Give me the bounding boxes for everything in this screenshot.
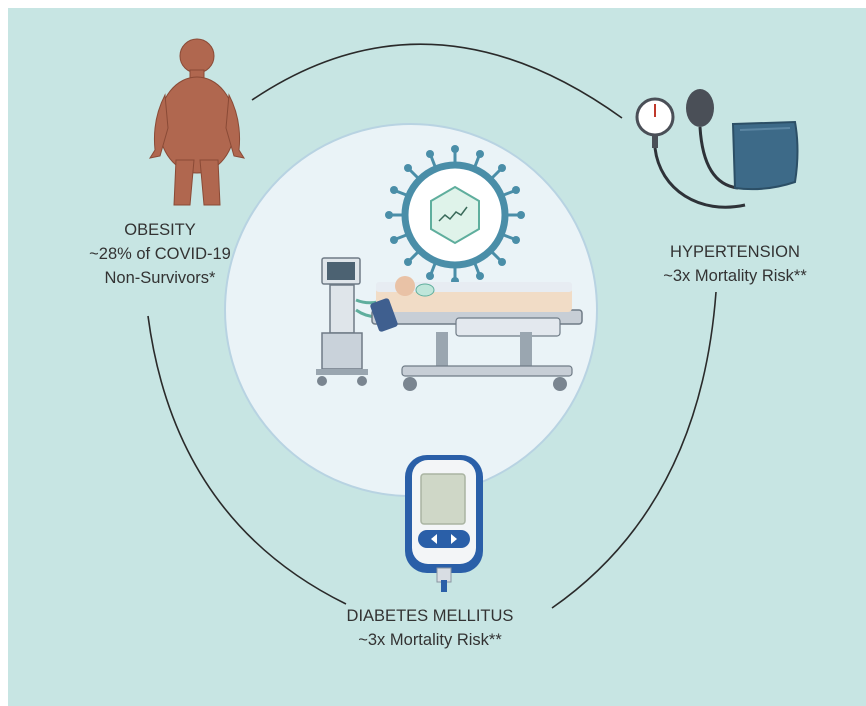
arc-hypertension-diabetes (551, 291, 717, 609)
obesity-stat-line-1: ~28% of COVID-19 (89, 245, 231, 263)
arc-obesity-hypertension (251, 43, 623, 119)
diabetes-label: DIABETES MELLITUS ~3x Mortality Risk** (300, 604, 560, 652)
hypertension-title: HYPERTENSION (670, 243, 800, 261)
icu-ventilator-patient-icon (316, 257, 583, 391)
obesity-label: OBESITY ~28% of COVID-19 Non-Survivors* (60, 218, 260, 290)
arc-obesity-diabetes (147, 315, 347, 605)
obese-body-icon (148, 38, 246, 206)
diabetes-stat: ~3x Mortality Risk** (358, 631, 502, 649)
obesity-stat-line-2: Non-Survivors* (104, 269, 216, 287)
glucose-meter-icon (405, 455, 483, 592)
obesity-title: OBESITY (124, 221, 196, 239)
hypertension-stat: ~3x Mortality Risk** (663, 267, 807, 285)
coronavirus-icon (385, 145, 525, 285)
hypertension-label: HYPERTENSION ~3x Mortality Risk** (620, 240, 850, 288)
blood-pressure-monitor-icon (635, 89, 799, 209)
connector-arcs (147, 43, 717, 609)
diabetes-title: DIABETES MELLITUS (346, 607, 514, 625)
